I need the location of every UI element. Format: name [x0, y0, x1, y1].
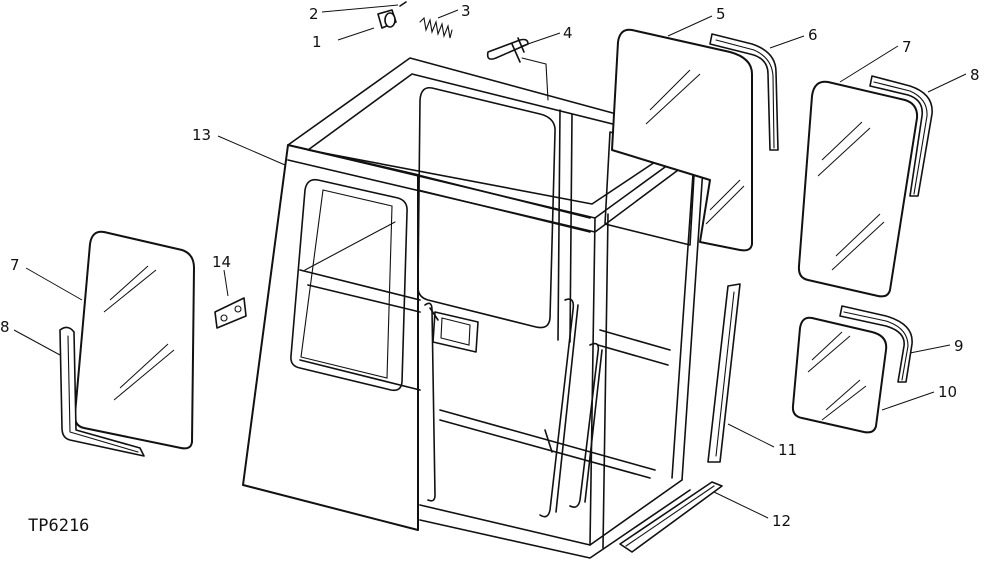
- callout-13: 13: [192, 126, 211, 144]
- right-upper-seal: [869, 75, 933, 197]
- callout-8-right: 8: [970, 66, 980, 84]
- vertical-trim-strip: [707, 283, 741, 463]
- callout-10: 10: [938, 383, 957, 401]
- callout-labels: 1 2 3 4 5 6 7 8 13 7 8 14 9 10 11 12: [0, 2, 980, 530]
- cab-left-handrail: [424, 302, 436, 502]
- callout-11: 11: [778, 441, 797, 459]
- cab-console-bracket: [432, 311, 479, 353]
- callout-2: 2: [309, 5, 319, 23]
- latch-spring: [419, 16, 453, 39]
- callout-9: 9: [954, 337, 964, 355]
- callout-3: 3: [461, 2, 471, 20]
- hinge-plate: [214, 297, 247, 329]
- callout-6: 6: [808, 26, 818, 44]
- left-door-glass: [73, 230, 195, 450]
- cab-left-side-panel: [242, 144, 419, 531]
- cab-frame: [242, 57, 706, 559]
- rear-glass: [611, 28, 753, 252]
- cab-right-handrail: [539, 298, 575, 518]
- callout-1: 1: [312, 33, 322, 51]
- callout-12: 12: [772, 512, 791, 530]
- cab-side-window: [290, 178, 408, 392]
- latch-pin: [399, 1, 407, 7]
- right-upper-glass: [797, 80, 919, 298]
- cab-rear-window: [417, 86, 556, 329]
- callout-8-left: 8: [0, 318, 10, 336]
- right-lower-glass: [791, 316, 888, 434]
- callout-14: 14: [212, 253, 231, 271]
- latch-knob: [377, 9, 397, 29]
- cab-rear-handrail: [569, 342, 600, 508]
- left-door-seal: [59, 326, 145, 457]
- sill-trim-strip: [619, 481, 723, 553]
- rear-glass-seal: [709, 33, 779, 151]
- latch-rod: [486, 37, 549, 101]
- callout-4: 4: [563, 24, 573, 42]
- leader-lines: [13, 4, 967, 519]
- figure-id: TP6216: [28, 516, 89, 536]
- callout-7-right: 7: [902, 38, 912, 56]
- right-lower-seal: [839, 305, 913, 383]
- callout-7-left: 7: [10, 256, 20, 274]
- callout-5: 5: [716, 5, 726, 23]
